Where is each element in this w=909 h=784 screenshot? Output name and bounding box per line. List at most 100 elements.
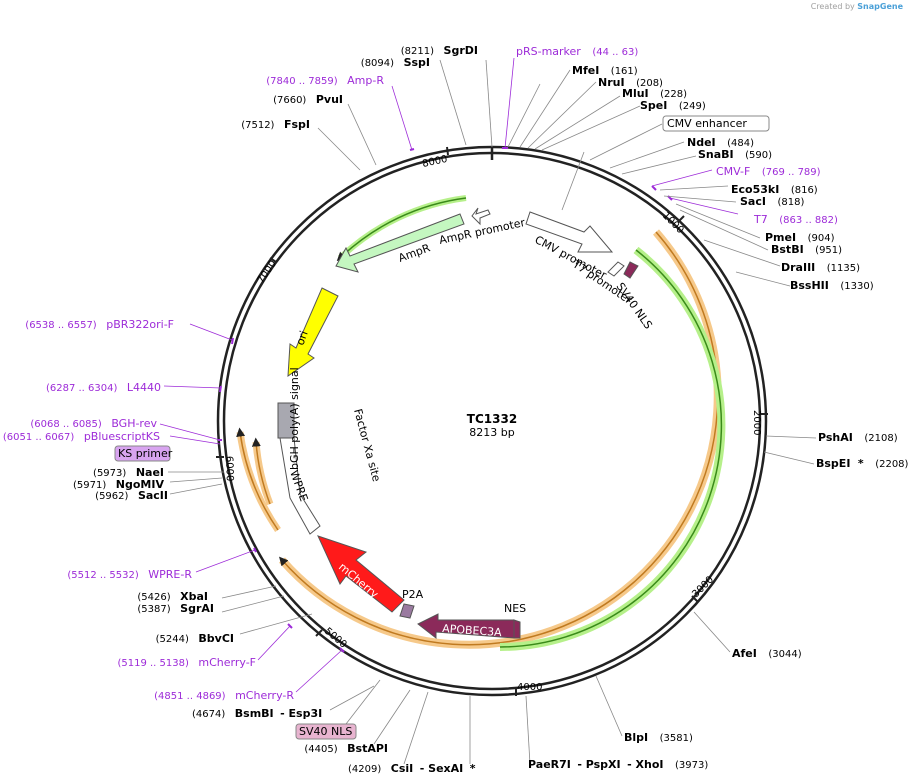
enzyme-bbvci: BbvCI	[198, 632, 234, 645]
enzyme-bstapi-pos: (4405)	[304, 744, 337, 755]
cmv-promoter-arrow	[525, 211, 614, 253]
enzyme-sspi: SspI	[404, 56, 430, 69]
primer-bgh-rev: BGH-rev	[111, 417, 157, 430]
enzyme-csii: CsiI	[391, 762, 413, 775]
svg-text:PmeI (904): PmeI (904)	[765, 231, 835, 244]
enzyme-frui: NruI	[598, 76, 625, 89]
apobec3a-arrow	[417, 613, 515, 640]
svg-text:CMV-F (769 .. 789): CMV-F (769 .. 789)	[716, 165, 821, 178]
enzyme-xhoi: - XhoI	[627, 758, 663, 771]
svg-text:(5244) BbvCI: (5244) BbvCI	[156, 632, 234, 645]
enzyme-pvui-pos: (7660)	[273, 95, 306, 106]
enzyme-draiii-pos: (1135)	[827, 263, 860, 274]
primer-pbluescriptks-pos: (6051 .. 6067)	[3, 432, 75, 443]
enzyme-naei-pos: (5973)	[93, 468, 126, 479]
enzyme-draiii: DraIII	[781, 261, 815, 274]
ori-label: ori	[294, 329, 311, 347]
nes-label: NES	[504, 602, 526, 615]
enzyme-afei: AfeI	[732, 647, 757, 660]
sv40-nls-box	[295, 723, 357, 740]
enzyme-eco53ki-pos: (816)	[791, 185, 818, 196]
svg-text:MluI (228): MluI (228)	[622, 87, 687, 100]
wpre-arrow	[279, 437, 321, 535]
svg-text:BstBI (951): BstBI (951)	[771, 243, 842, 256]
primer-mcherry-r: mCherry-R	[235, 689, 294, 702]
apobec3a-label: APOBEC3A	[442, 622, 503, 639]
mcherry-arrow	[317, 535, 405, 613]
ampr-arrow	[335, 213, 465, 273]
enzyme-bsshii-pos: (1330)	[840, 281, 873, 292]
enzyme-fspi-pos: (7512)	[241, 120, 274, 131]
enzyme-blpi-pos: (3581)	[660, 733, 693, 744]
primer-pbr322ori-f-pos: (6538 .. 6557)	[25, 320, 97, 331]
svg-text:BssHII (1330): BssHII (1330)	[790, 279, 874, 292]
snapgene-brand: SnapGene	[857, 2, 903, 11]
svg-text:(4405) BstAPI: (4405) BstAPI	[304, 742, 388, 755]
enzyme-fspi: FspI	[284, 118, 310, 131]
primer-amp-r: Amp-R	[347, 74, 384, 87]
svg-text:AfeI (3044): AfeI (3044)	[732, 647, 802, 660]
p2a-label: P2A	[402, 588, 424, 601]
tick-marks	[216, 146, 768, 696]
enzyme-ngomiv: NgoMIV	[116, 478, 165, 491]
svg-text:Eco53kI (816): Eco53kI (816)	[731, 183, 818, 196]
sv40-nls-box-label: SV40 NLS	[299, 725, 352, 738]
leader-lines	[168, 59, 817, 765]
enzyme-sgrdi-pos: (8211)	[401, 46, 434, 57]
tick-label-8000: 8000	[421, 154, 448, 170]
svg-text:(6068 .. 6085) BGH-rev: (6068 .. 6085) BGH-rev	[30, 417, 157, 430]
enzyme-sacii-pos: (5962)	[95, 491, 128, 502]
tick-label-2000: 2000	[751, 410, 762, 435]
svg-text:(4851 .. 4869) mCherry-R: (4851 .. 4869) mCherry-R	[154, 689, 294, 702]
enzyme-pmei: PmeI	[765, 231, 796, 244]
svg-text:PshAI (2108): PshAI (2108)	[818, 431, 898, 444]
enzyme-snabi: SnaBI	[698, 148, 734, 161]
ampr-promoter-arrow	[471, 207, 491, 226]
enzyme-sgrdi: SgrDI	[444, 44, 478, 57]
svg-text:(8094) SspI: (8094) SspI	[361, 56, 430, 69]
enzyme-sexai-star: *	[470, 762, 476, 775]
primer-cmv-f: CMV-F	[716, 165, 750, 178]
enzyme-ndei: NdeI	[687, 136, 716, 149]
enzyme-snabi-pos: (590)	[745, 150, 772, 161]
svg-text:(5387) SgrAI: (5387) SgrAI	[137, 602, 214, 615]
svg-text:(7660) PvuI: (7660) PvuI	[273, 93, 343, 106]
svg-text:(5973) NaeI: (5973) NaeI	[93, 466, 164, 479]
enzyme-sexai: - SexAI	[420, 762, 463, 775]
primer-l4440: L4440	[127, 381, 161, 394]
plasmid-size: 8213 bp	[469, 426, 514, 439]
p2a-feature	[399, 603, 415, 619]
plasmid-name: TC1332	[467, 412, 517, 426]
svg-text:BspEI * (2208): BspEI * (2208)	[816, 457, 909, 470]
enzyme-bstbi: BstBI	[771, 243, 804, 256]
factor-xa-label: Factor Xa site	[351, 407, 383, 483]
primer-leader-lines	[159, 57, 739, 693]
ori-arrow	[287, 287, 339, 377]
enzyme-bstbi-pos: (951)	[815, 245, 842, 256]
orf-large-outer-line	[279, 231, 719, 646]
primer-prs-marker-pos: (44 .. 63)	[592, 47, 638, 58]
enzyme-bsshii: BssHII	[790, 279, 829, 292]
enzyme-bspei: BspEI	[816, 457, 850, 470]
primer-cmv-f-pos: (769 .. 789)	[762, 167, 821, 178]
svg-text:SpeI (249): SpeI (249)	[640, 99, 706, 112]
primer-pbluescriptks: pBluescriptKS	[84, 430, 160, 443]
cmv-enhancer-box	[662, 115, 770, 132]
enzyme-spei: SpeI	[640, 99, 667, 112]
svg-text:NruI (208): NruI (208)	[598, 76, 663, 89]
enzyme-bsmbi: BsmBI	[235, 707, 274, 720]
enzyme-saci: SacI	[740, 195, 766, 208]
enzyme-pshai-pos: (2108)	[864, 433, 897, 444]
primer-wpre-r-pos: (5512 .. 5532)	[67, 570, 139, 581]
sv40-nls-label: SV40 NLS	[614, 280, 655, 331]
primer-t7: T7	[753, 213, 768, 226]
enzyme-mlui: MluI	[622, 87, 649, 100]
credit-text: Created by	[810, 2, 855, 11]
svg-text:SacI (818): SacI (818)	[740, 195, 804, 208]
svg-text:(4674) BsmBI - Esp3I: (4674) BsmBI - Esp3I	[192, 707, 322, 720]
enzyme-frui-pos: (208)	[636, 78, 663, 89]
svg-text:pRS-marker (44 .. 63): pRS-marker (44 .. 63)	[516, 45, 638, 58]
enzyme-xbai: XbaI	[180, 590, 208, 603]
svg-text:T7 (863 .. 882): T7 (863 .. 882)	[753, 213, 838, 226]
